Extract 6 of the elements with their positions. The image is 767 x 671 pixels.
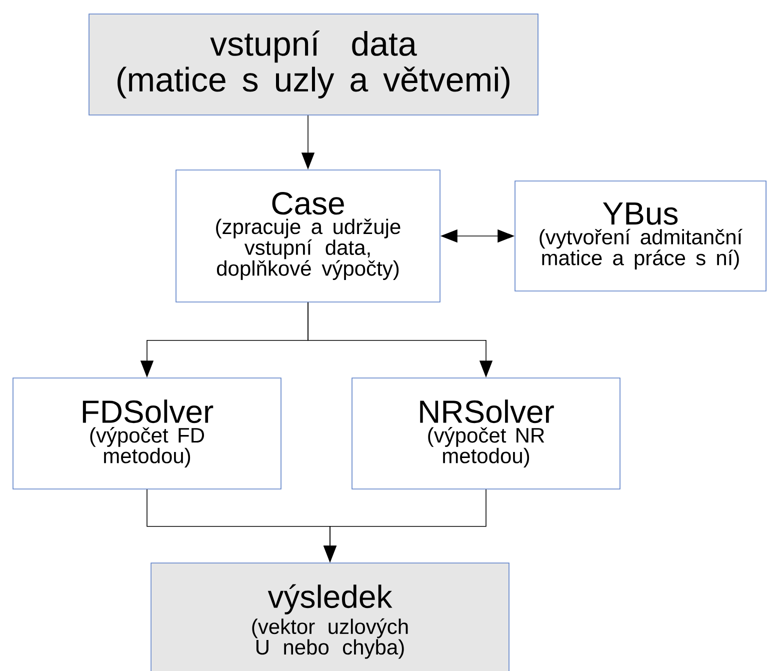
input-box: vstupní data (matice s uzly a větvemi) [88,14,538,116]
process-box: YBus (vytvoření admitanční matice a práce s ní) [514,180,766,292]
process-box: NRSolver (výpočet NR metodou) [352,378,620,490]
output-box: výsledek (vektor uzlových U nebo chyba) [150,562,510,671]
process-box: FDSolver (výpočet FD metodou) [12,378,282,490]
process-box: Case (zpracuje a udržuje vstupní data, doplňkové výpočty) [176,170,440,302]
